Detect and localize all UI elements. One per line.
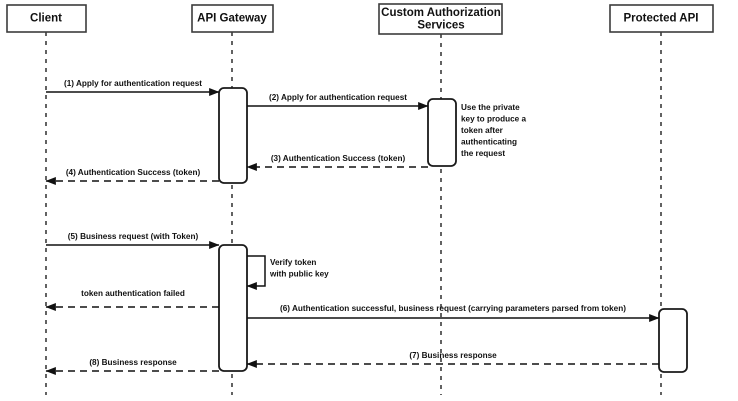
note-line-n1: Use the private <box>461 103 520 112</box>
participant-label-client: Client <box>30 13 62 25</box>
participant-gateway[interactable]: API Gateway <box>191 4 274 395</box>
message-label-m6: token authentication failed <box>81 289 185 298</box>
note-line-n1: the request <box>461 149 505 158</box>
message-m8[interactable]: (7) Business response <box>246 351 659 368</box>
note-line-n1: token after <box>461 126 504 135</box>
message-m6[interactable]: token authentication failed <box>45 289 219 311</box>
participant-label-authsvc: Services <box>417 19 464 31</box>
message-label-m1: (1) Apply for authentication request <box>64 79 202 88</box>
message-m2[interactable]: (2) Apply for authentication request <box>247 93 429 110</box>
participant-label-gateway: API Gateway <box>197 13 267 25</box>
activation-authsvc-act-1[interactable] <box>427 98 457 167</box>
activation-bar-gateway-act-1 <box>218 87 248 184</box>
message-label-m2: (2) Apply for authentication request <box>269 93 407 102</box>
participant-box-authsvc <box>378 3 503 35</box>
message-m7[interactable]: (6) Authentication successful, business … <box>247 304 660 322</box>
activation-bar-authsvc-act-1 <box>427 98 457 167</box>
message-label-m8: (7) Business response <box>409 351 497 360</box>
participant-label-authsvc: Custom Authorization <box>381 7 501 19</box>
note-line-n1: authenticating <box>461 138 517 147</box>
activation-api-act-1[interactable] <box>658 308 688 373</box>
message-m9[interactable]: (8) Business response <box>45 358 219 375</box>
self-message-path-s1 <box>246 255 266 290</box>
notes-layer: Use the private key to produce a token aft… <box>461 103 527 158</box>
message-m5[interactable]: (5) Business request (with Token) <box>46 232 220 249</box>
participant-client[interactable]: Client <box>6 4 87 395</box>
messages-layer: (1) Apply for authentication request (2) … <box>45 79 660 375</box>
self-message-s1[interactable]: Verify token with public key <box>246 255 329 290</box>
activation-gateway-act-1[interactable] <box>218 87 248 184</box>
message-label-m5: (5) Business request (with Token) <box>68 232 199 241</box>
activations-layer <box>218 87 688 373</box>
activation-bar-gateway-act-2 <box>218 244 248 372</box>
message-label-m9: (8) Business response <box>89 358 177 367</box>
activation-gateway-act-2[interactable] <box>218 244 248 372</box>
note-n1: Use the private key to produce a token aft… <box>461 103 527 158</box>
message-label-m7: (6) Authentication successful, business … <box>280 304 626 313</box>
participant-api[interactable]: Protected API <box>609 4 714 395</box>
message-m1[interactable]: (1) Apply for authentication request <box>46 79 220 96</box>
message-m4[interactable]: (4) Authentication Success (token) <box>45 168 219 185</box>
participant-box-gateway <box>191 4 274 33</box>
message-label-m4: (4) Authentication Success (token) <box>66 168 201 177</box>
self-message-label-s1: with public key <box>269 270 329 279</box>
message-label-m3: (3) Authentication Success (token) <box>271 154 406 163</box>
activation-bar-api-act-1 <box>658 308 688 373</box>
participant-label-api: Protected API <box>624 13 699 25</box>
message-m3[interactable]: (3) Authentication Success (token) <box>246 154 428 171</box>
self-message-label-s1: Verify token <box>270 258 316 267</box>
lifelines-layer: Client API Gateway Custom AuthorizationSer… <box>6 3 714 395</box>
note-line-n1: key to produce a <box>461 115 527 124</box>
